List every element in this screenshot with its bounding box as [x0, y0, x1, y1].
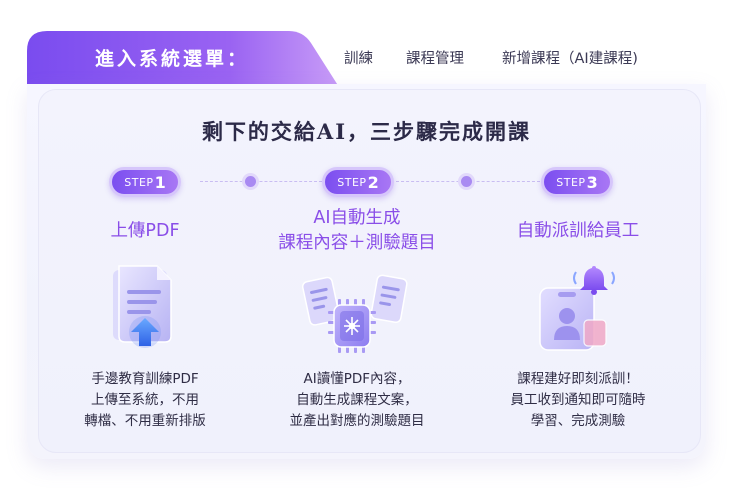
step-title-line: 上傳PDF — [110, 221, 180, 241]
step-badge-label: STEP — [124, 175, 154, 189]
step-1-description: 手邊教育訓練PDF 上傳至系統，不用 轉檔、不用重新排版 — [55, 369, 235, 432]
description-line: AI讀懂PDF內容， — [303, 371, 411, 387]
description-line: 學習、完成測驗 — [530, 413, 626, 429]
step-badge-number: 1 — [154, 172, 166, 192]
step-1-title: 上傳PDF — [65, 219, 225, 244]
description-line: 手邊教育訓練PDF — [91, 371, 199, 387]
description-line: 並產出對應的測驗題目 — [289, 413, 425, 429]
description-line: 員工收到通知即可隨時 — [510, 392, 646, 408]
step-connector-1-2 — [200, 181, 322, 183]
employee-badge-bell-icon — [539, 266, 615, 351]
headline: 剩下的交給AI，三步驟完成開課 — [201, 119, 532, 144]
nav-course-management-link[interactable]: 課程管理 — [406, 51, 464, 67]
nav-add-course-ai-link[interactable]: 新增課程（AI建課程) — [502, 51, 638, 67]
step-title-line: AI自動生成 — [313, 208, 401, 228]
description-line: 自動生成課程文案， — [296, 392, 418, 408]
step-badge-label: STEP — [337, 175, 367, 189]
step-badge-number: 2 — [367, 172, 379, 192]
ai-chip-documents-icon — [302, 274, 408, 353]
step-1-badge: STEP 1 — [109, 167, 181, 197]
step-badge-label: STEP — [556, 175, 586, 189]
description-line: 課程建好即刻派訓！ — [517, 371, 639, 387]
description-line: 上傳至系統，不用 — [91, 392, 199, 408]
step-2-badge: STEP 2 — [322, 167, 394, 197]
step-3-badge: STEP 3 — [541, 167, 613, 197]
description-line: 轉檔、不用重新排版 — [84, 413, 206, 429]
step-title-line: 自動派訓給員工 — [516, 221, 640, 241]
menu-title: 進入系統選單： — [94, 47, 249, 70]
document-upload-icon — [113, 265, 172, 348]
step-2-title: AI自動生成 課程內容＋測驗題目 — [246, 206, 468, 256]
step-badge-number: 3 — [586, 172, 598, 192]
step-title-line: 課程內容＋測驗題目 — [278, 233, 436, 253]
step-2-description: AI讀懂PDF內容， 自動生成課程文案， 並產出對應的測驗題目 — [262, 369, 452, 432]
step-3-title: 自動派訓給員工 — [490, 219, 666, 244]
step-3-description: 課程建好即刻派訓！ 員工收到通知即可隨時 學習、完成測驗 — [487, 369, 669, 432]
connector-dot — [461, 176, 472, 187]
menu-tab-background — [27, 31, 339, 87]
connector-dot — [245, 176, 256, 187]
nav-training-link[interactable]: 訓練 — [344, 51, 373, 67]
